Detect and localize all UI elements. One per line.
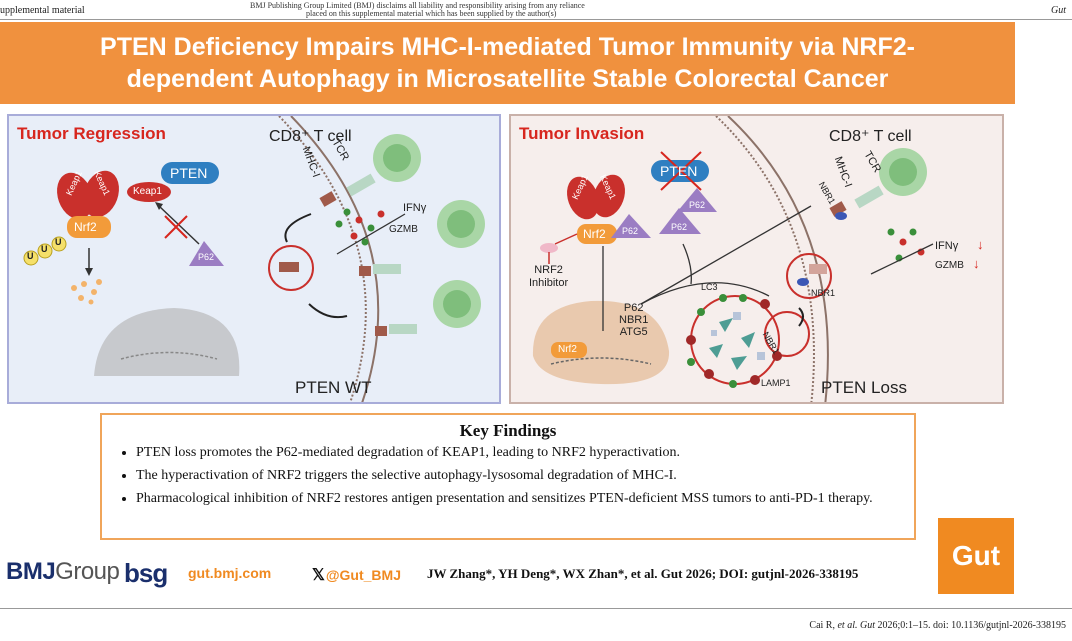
panel-tumor-regression: Tumor Regression CD8⁺ T cell Keap1 Keap1… xyxy=(7,114,501,404)
panel-right-title: Tumor Invasion xyxy=(519,124,645,143)
disclaimer-line-2: placed on this supplemental material whi… xyxy=(306,9,557,18)
gene-p62: P62 xyxy=(623,302,644,314)
bmj-group-logo: BMJGroup xyxy=(6,558,120,586)
x-handle-text: @Gut_BMJ xyxy=(325,567,401,583)
key-findings-list: PTEN loss promotes the P62-mediated degr… xyxy=(102,443,914,508)
panel-left-illustration xyxy=(23,116,485,402)
gut-website-link[interactable]: gut.bmj.com xyxy=(188,565,272,581)
gzmb-down-arrow: ↓ xyxy=(973,256,980,271)
gut-logo: Gut xyxy=(938,518,1014,594)
p62-label: P62 xyxy=(622,226,639,236)
graphical-abstract-title: PTEN Deficiency Impairs MHC-I-mediated T… xyxy=(0,22,1015,104)
finding-item: The hyperactivation of NRF2 triggers the… xyxy=(136,466,902,485)
p62-label: P62 xyxy=(198,252,215,262)
finding-item: PTEN loss promotes the P62-mediated degr… xyxy=(136,443,902,462)
title-line-2: dependent Autophagy in Microsatellite St… xyxy=(126,65,889,93)
running-header-journal: Gut xyxy=(1051,5,1066,16)
x-icon: 𝕏 xyxy=(312,567,325,584)
ubiquitin-label: U xyxy=(55,237,62,247)
citation: JW Zhang*, YH Deng*, WX Zhan*, et al. Gu… xyxy=(427,566,859,581)
bsg-logo: bsg xyxy=(124,558,168,588)
panel-tumor-invasion: Tumor Invasion CD8⁺ T cell PTEN Keap1 Ke… xyxy=(509,114,1004,404)
footer-row: BMJGroup bsg gut.bmj.com 𝕏@Gut_BMJ JW Zh… xyxy=(0,558,1072,588)
inhibitor-line-1: NRF2 xyxy=(534,264,563,276)
lc3-label: LC3 xyxy=(701,282,718,292)
gene-nbr1: NBR1 xyxy=(619,314,649,326)
target-genes: P62 NBR1 ATG5 xyxy=(619,302,648,338)
group-logo-text: Group xyxy=(55,558,120,585)
ifn-label: IFNγ xyxy=(403,202,427,214)
key-findings-heading: Key Findings xyxy=(459,421,557,440)
header-divider xyxy=(0,19,1072,20)
gene-atg5: ATG5 xyxy=(619,326,648,338)
nrf2-label: Nrf2 xyxy=(558,344,577,355)
pten-label: PTEN xyxy=(170,165,208,181)
gzmb-label: GZMB xyxy=(935,260,964,271)
ubiquitin-label: U xyxy=(41,244,48,254)
page-citation: Cai R, et al. Gut 2026;0:1–15. doi: 10.1… xyxy=(809,620,1066,631)
inhibitor-label: NRF2 Inhibitor xyxy=(529,264,568,290)
panel-right-status: PTEN Loss xyxy=(821,378,907,397)
panel-left-status: PTEN WT xyxy=(295,378,372,397)
page-citation-authors: Cai R, xyxy=(809,620,838,631)
page-citation-journal: et al. Gut xyxy=(837,620,875,631)
panel-right-illustration xyxy=(532,116,934,402)
title-line-1: PTEN Deficiency Impairs MHC-I-mediated T… xyxy=(100,33,915,61)
running-header-left: upplemental material xyxy=(0,5,85,16)
key-findings-box: Key Findings PTEN loss promotes the P62-… xyxy=(100,413,916,540)
panel-left-title: Tumor Regression xyxy=(17,124,166,143)
pten-label: PTEN xyxy=(660,163,698,179)
keap1-label: Keap1 xyxy=(133,186,162,197)
lamp1-label: LAMP1 xyxy=(761,378,791,388)
nrf2-label: Nrf2 xyxy=(583,227,606,241)
ifn-down-arrow: ↓ xyxy=(977,237,984,252)
page-citation-rest: 2026;0:1–15. doi: 10.1136/gutjnl-2026-33… xyxy=(874,620,1066,631)
inhibitor-line-2: Inhibitor xyxy=(529,277,569,289)
nbr1-label: NBR1 xyxy=(811,288,836,298)
bmj-logo-text: BMJ xyxy=(6,558,56,585)
cd8-label: CD8⁺ T cell xyxy=(269,128,352,145)
cd8-label: CD8⁺ T cell xyxy=(829,128,912,145)
p62-label: P62 xyxy=(671,222,688,232)
finding-item: Pharmacological inhibition of NRF2 resto… xyxy=(136,489,902,508)
nrf2-label: Nrf2 xyxy=(74,220,97,234)
x-handle[interactable]: 𝕏@Gut_BMJ xyxy=(312,565,401,585)
p62-label: P62 xyxy=(689,200,706,210)
ifn-label: IFNγ xyxy=(935,240,959,252)
ubiquitin-label: U xyxy=(27,251,34,261)
disclaimer-line-1: BMJ Publishing Group Limited (BMJ) discl… xyxy=(250,1,585,10)
disclaimer: BMJ Publishing Group Limited (BMJ) discl… xyxy=(250,2,720,18)
footer-divider xyxy=(0,608,1072,609)
gzmb-label: GZMB xyxy=(389,224,418,235)
